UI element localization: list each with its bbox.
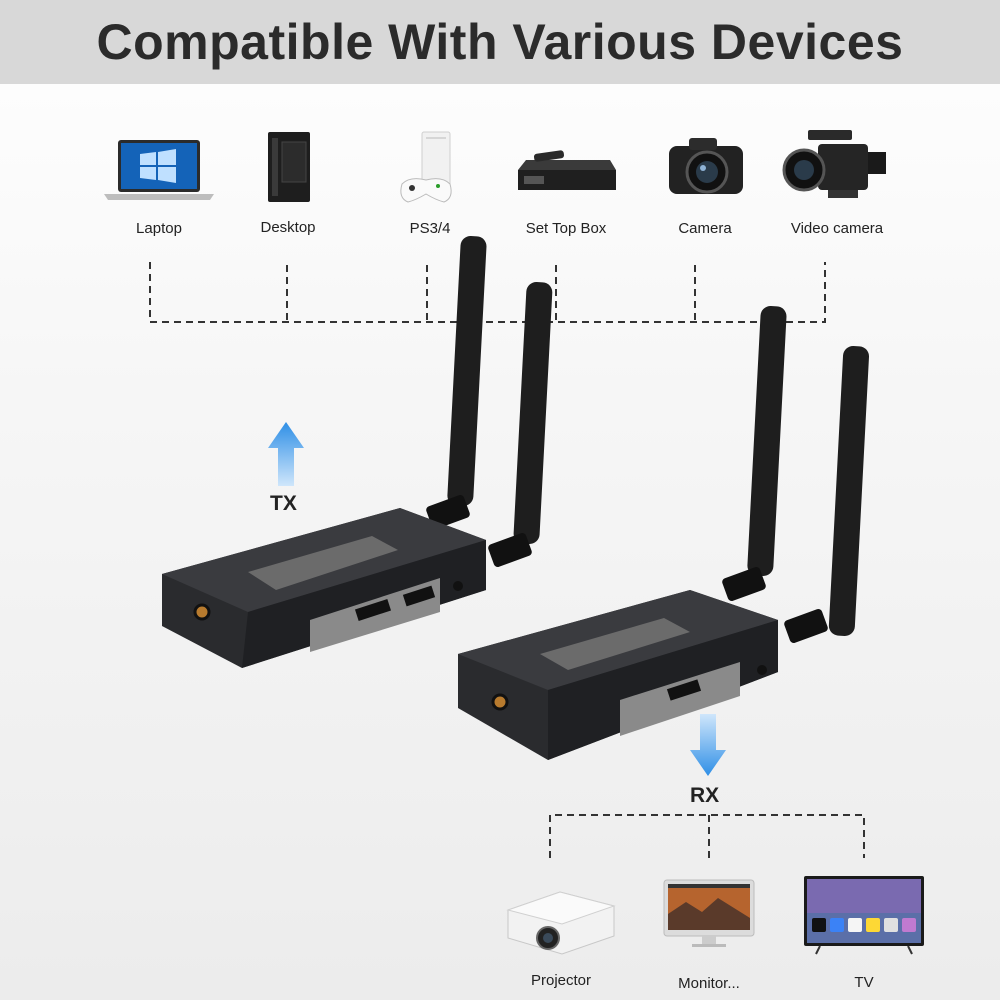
game-console-icon — [400, 131, 452, 203]
source-label: Video camera — [790, 220, 884, 237]
source-label: Set Top Box — [525, 220, 607, 237]
laptop-device: Laptop — [100, 132, 218, 242]
source-label: PS3/4 — [409, 220, 451, 237]
video-camera-device: Video camera — [778, 128, 896, 238]
laptop-icon — [104, 140, 214, 200]
tx-label: TX — [270, 492, 297, 515]
rx-label: RX — [690, 784, 720, 807]
tv-icon — [804, 876, 924, 955]
page-title: Compatible With Various Devices — [96, 14, 904, 70]
tx-antenna — [426, 236, 487, 529]
output-label: TV — [854, 974, 874, 991]
projector-icon — [506, 891, 616, 955]
source-label: Camera — [678, 220, 732, 237]
output-label: Monitor... — [678, 975, 740, 992]
source-label: Laptop — [136, 220, 182, 237]
rx-antenna — [722, 306, 787, 601]
camera-device: Camera — [655, 128, 755, 238]
camera-icon — [669, 138, 743, 194]
output-label: Projector — [530, 972, 592, 989]
tx-arrow-up-icon — [268, 422, 304, 486]
desktop-tower-icon — [268, 132, 310, 202]
video-camera-icon — [782, 130, 886, 198]
title-banner: Compatible With Various Devices — [0, 0, 1000, 84]
monitor-icon — [663, 879, 755, 947]
rx-arrow-down-icon — [690, 714, 726, 776]
set-top-box-device: Set Top Box — [506, 130, 626, 240]
console-device: PS3/4 — [380, 128, 480, 238]
projector-device: Projector — [500, 880, 622, 992]
source-label: Desktop — [260, 219, 316, 236]
tx-antenna — [488, 282, 553, 567]
tv-device: TV — [800, 874, 928, 991]
rx-antenna — [784, 346, 870, 643]
desktop-device: Desktop — [236, 128, 340, 238]
set-top-box-icon — [518, 150, 616, 190]
monitor-device: Monitor... — [656, 878, 762, 992]
